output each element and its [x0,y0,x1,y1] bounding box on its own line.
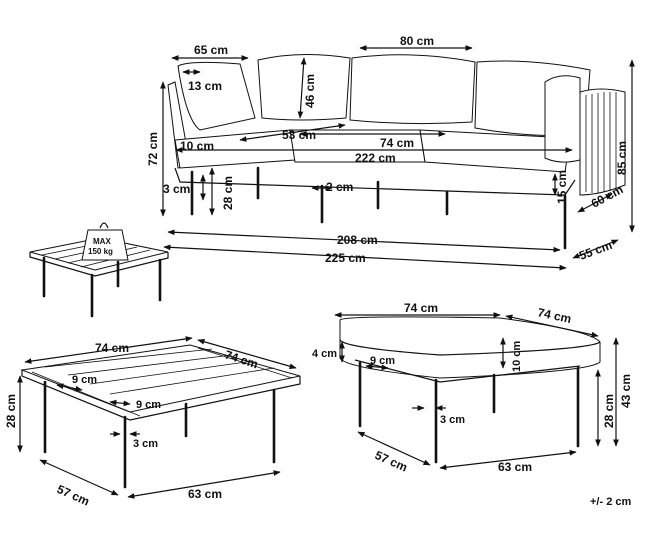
ottoman-rim-label: 9 cm [370,355,395,367]
load-badge-weight: 150 kg [88,247,113,256]
sofa-back-width-label: 80 cm [400,34,434,48]
sofa-leg-gap-label: 2 cm [326,180,353,194]
sofa-arm-width-label: 65 cm [194,43,228,57]
sofa-dimension-lines [160,45,635,271]
table-rim-label: 9 cm [136,399,161,411]
ottoman-dimension-labels: 74 cm 74 cm 4 cm 9 cm 10 cm 28 cm 43 cm … [312,301,633,475]
ottoman-leg-height-label: 28 cm [602,394,616,428]
load-badge-max: MAX [93,237,111,246]
sofa-leg-offset-label: 3 cm [163,182,190,196]
sofa-seat-width-label: 74 cm [380,136,414,150]
sofa-total-height-label: 72 cm [146,132,160,166]
sofa-depth-label: 55 cm [577,238,614,263]
sofa-drawing [167,53,626,250]
sofa-overall-width-label: 225 cm [325,251,366,265]
ottoman-width-label: 74 cm [404,301,438,315]
sofa-seat-depth-label: 53 cm [282,128,316,142]
ottoman-total-height-label: 43 cm [619,374,633,408]
coffee-table-dimension-lines [17,336,297,499]
sofa-leg-height-label: 28 cm [221,176,235,210]
ottoman-depth-label: 74 cm [536,305,572,326]
sofa-back-height-label: 46 cm [303,74,317,108]
tolerance-note: +/- 2 cm [590,496,631,508]
sofa-arm-top-label: 13 cm [188,79,222,93]
table-slat-gap-label: 9 cm [72,374,97,386]
table-leg-offset-label: 3 cm [133,438,158,450]
sofa-inner-width-label: 222 cm [355,151,396,165]
sofa-frame-edge-label: 10 cm [180,139,214,153]
load-table-drawing: MAX 150 kg [29,222,169,318]
table-width-label: 74 cm [95,341,129,355]
ottoman-drawing [339,316,601,464]
ottoman-dimension-lines [334,312,619,471]
ottoman-base-width-label: 63 cm [498,460,532,474]
sofa-base-height-label: 15 cm [555,170,569,204]
ottoman-cushion-label: 4 cm [312,348,337,360]
weight-icon [81,222,129,261]
sofa-right-height-label: 85 cm [615,141,629,175]
sofa-dimension-labels: 65 cm 80 cm 13 cm 46 cm 72 cm 85 cm 53 c… [146,34,629,265]
ottoman-leg-offset-label: 3 cm [440,414,465,426]
ottoman-cushion-height-label: 10 cm [511,341,523,372]
ottoman-base-depth-label: 57 cm [373,448,410,475]
sofa-leg-span-label: 208 cm [337,233,378,247]
table-base-depth-label: 57 cm [55,482,92,509]
table-height-label: 28 cm [4,394,18,428]
coffee-table-drawing [20,344,301,489]
table-base-width-label: 63 cm [188,487,222,501]
